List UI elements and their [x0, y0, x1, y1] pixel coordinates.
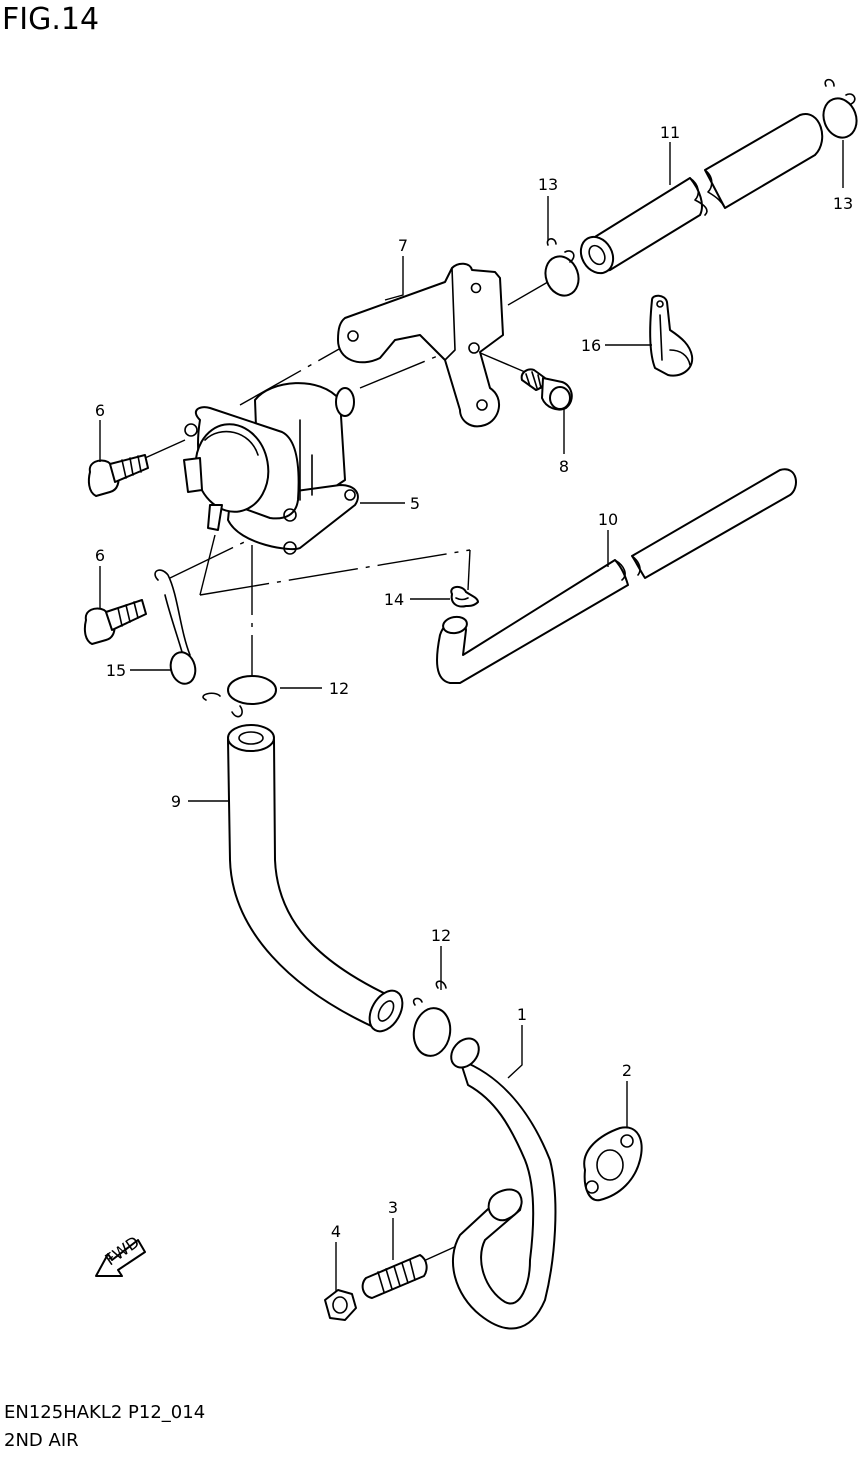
- part-16-clamp: [649, 294, 694, 377]
- callout-14: 14: [384, 590, 404, 609]
- part-13-clip-right: [822, 78, 858, 139]
- callout-10: 10: [598, 510, 618, 529]
- part-7-bracket: [337, 262, 504, 428]
- part-5-reed-valve: [183, 382, 359, 555]
- callout-6-upper: 6: [95, 401, 105, 420]
- part-2-gasket: [583, 1126, 643, 1202]
- callout-12-lower: 12: [431, 926, 451, 945]
- callout-5: 5: [410, 494, 420, 513]
- callout-8: 8: [559, 457, 569, 476]
- callout-16: 16: [581, 336, 601, 355]
- callout-7: 7: [398, 236, 408, 255]
- callout-3: 3: [388, 1198, 398, 1217]
- callout-9: 9: [171, 792, 181, 811]
- part-13-clip-left: [544, 238, 580, 297]
- part-4-nut: [324, 1289, 357, 1321]
- part-12-clip-upper: [202, 675, 277, 718]
- callout-6-lower: 6: [95, 546, 105, 565]
- figure-caption: 2ND AIR: [4, 1430, 79, 1451]
- part-3-stud: [361, 1254, 428, 1299]
- leader-lines: [99, 140, 844, 1292]
- callout-11: 11: [660, 123, 680, 142]
- part-8-bolt: [520, 368, 573, 411]
- callout-12-upper: 12: [329, 679, 349, 698]
- callout-15: 15: [106, 661, 126, 680]
- callout-labels: 11 13 13 7 16 8 6 5 10 6 14 15 12 9 12 1…: [95, 123, 853, 1241]
- part-1-air-pipe: [450, 1037, 557, 1330]
- figure-code: EN125HAKL2 P12_014: [4, 1402, 206, 1423]
- part-14-clip: [450, 586, 479, 608]
- figure-title: FIG.14: [2, 2, 100, 37]
- callout-1: 1: [517, 1005, 527, 1024]
- part-10-hose: [436, 468, 797, 684]
- part-12-clip-lower: [412, 980, 452, 1057]
- part-9-hose: [227, 724, 404, 1033]
- callout-13-right: 13: [833, 194, 853, 213]
- part-11-hose: [579, 113, 824, 275]
- part-6-bolt-lower: [83, 599, 147, 645]
- callout-13-left: 13: [538, 175, 558, 194]
- callout-4: 4: [331, 1222, 341, 1241]
- callout-2: 2: [622, 1061, 632, 1080]
- part-15-wire-clip: [154, 569, 197, 685]
- fwd-arrow-icon: FWD: [95, 1232, 146, 1277]
- part-6-bolt-upper: [87, 454, 149, 497]
